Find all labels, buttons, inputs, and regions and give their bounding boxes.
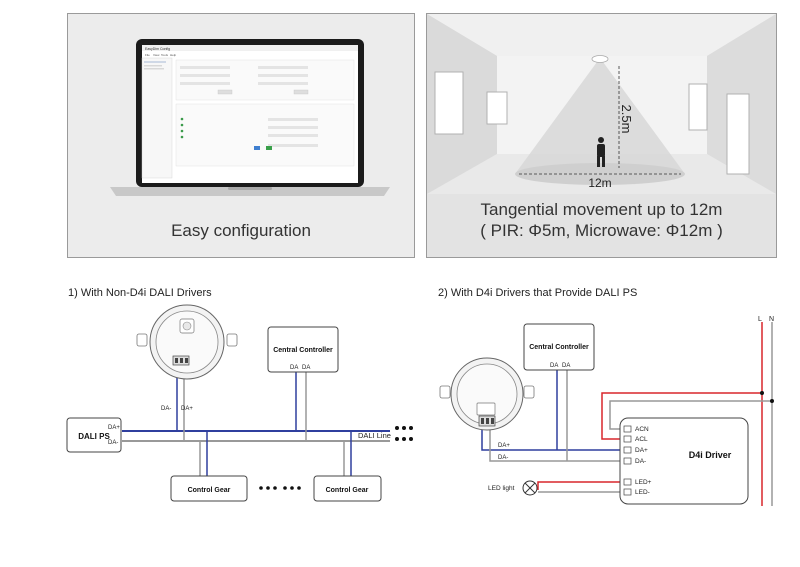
app-title: EasyDim Config [145,47,170,51]
controller2-label: Central Controller [529,344,589,351]
control-gear-2-label: Control Gear [326,487,369,494]
person-icon [597,137,605,167]
control-gear-2 [313,475,382,502]
app-menu-tools[interactable]: Tools [161,53,169,57]
central-controller-2 [523,323,595,371]
app-button[interactable] [293,89,309,95]
d2-sensor-da-plus: DA+ [498,443,510,449]
acl-wire [601,392,762,440]
d4i-driver-label: D4i Driver [689,450,732,460]
control-gear-1-label: Control Gear [188,487,231,494]
dali-ps-box [66,417,122,453]
controller2-da1: DA [550,363,558,369]
status-dot [180,135,184,139]
junction-dot [770,399,774,403]
acn-wire [609,400,772,430]
controller1-da2: DA [302,365,310,371]
led-light-label: LED light [488,485,515,492]
room-illustration: 2.5m 12m [427,14,776,257]
sensor-caption-line1: Tangential movement up to 12m [480,200,723,219]
app-field[interactable] [180,74,230,77]
terminal-led-minus: LED- [635,489,650,496]
app-save-button[interactable] [254,146,260,150]
config-panel: EasyDim Config File View Tools Help [67,13,415,258]
app-field[interactable] [180,82,230,85]
app-menu-view[interactable]: View [153,53,160,57]
control-gear-continuation [259,486,301,490]
laptop-illustration: EasyDim Config File View Tools Help [110,39,390,196]
app-menu-file[interactable]: File [145,53,150,57]
tree-item[interactable] [144,65,162,67]
junction-dot [760,391,764,395]
distance-label: 12m [588,176,611,190]
sensor2-icon [439,357,535,431]
diagram2-title: 2) With D4i Drivers that Provide DALI PS [438,287,638,299]
dali-ps-da-plus: DA+ [108,425,120,431]
controller2-da2: DA [562,363,570,369]
app-detail-group [175,103,355,167]
status-dot [180,117,184,121]
diagram1: DALI Line DALI PS DA+ DA- DA- DA+ Centra… [66,304,413,502]
height-label: 2.5m [619,105,634,134]
config-caption: Easy configuration [171,221,311,240]
terminal-da-plus: DA+ [635,447,648,454]
terminal-acl: ACL [635,436,648,443]
diagram1-title: 1) With Non-D4i DALI Drivers [68,287,212,299]
dali-ps-label: DALI PS [78,432,110,441]
sensor1-da-minus: DA- [161,406,171,412]
terminal-acn: ACN [635,426,649,433]
central-controller-1 [267,326,339,373]
dali-line-label: DALI Line [358,431,391,440]
app-titlebar [142,45,358,51]
right-door [726,93,750,175]
app-field[interactable] [268,144,318,147]
app-menu-help[interactable]: Help [170,53,177,57]
tree-item[interactable] [144,61,166,63]
d4i-driver-box [619,417,749,505]
led-plus-wire [537,481,620,490]
controller1-da1: DA [290,365,298,371]
mains-l-label: L [758,316,762,323]
terminal-led-plus: LED+ [635,479,652,486]
app-field[interactable] [258,66,308,69]
status-dot [180,129,184,133]
tree-item[interactable] [144,68,164,70]
sensor1-icon [136,304,238,380]
app-apply-button[interactable] [266,146,272,150]
controller1-label: Central Controller [273,347,333,354]
sensor1-da-plus: DA+ [181,406,193,412]
status-dot [180,123,184,127]
d2-sensor-da-minus: DA- [498,455,508,461]
app-device-tree[interactable] [141,57,173,179]
ceiling [427,14,776,56]
app-button[interactable] [217,89,233,95]
dali-line-continuation [395,426,413,441]
left-door [486,91,508,125]
app-field[interactable] [258,82,308,85]
app-field[interactable] [268,126,318,129]
diagram2: L N DA+ DA- Central Controller DA [439,316,774,506]
app-field[interactable] [180,66,230,69]
app-field[interactable] [258,74,308,77]
sensor-detection-panel: 2.5m 12m Tangential movement up to 12m (… [426,13,777,258]
mains-n-label: N [769,316,774,323]
driver-terminals [623,425,632,496]
right-window [688,83,708,131]
app-field[interactable] [268,118,318,121]
laptop-notch [228,187,272,190]
detection-cone [515,62,685,174]
left-window [434,71,464,135]
laptop-base [110,187,390,196]
d2-da-minus-wire [489,427,620,462]
terminal-da-minus: DA- [635,458,646,465]
sensor-caption-line2: ( PIR: Φ5m, Microwave: Φ12m ) [480,221,723,240]
dali-ps-da-minus: DA- [108,440,118,446]
sensor-icon [591,55,609,63]
app-field[interactable] [268,134,318,137]
control-gear-1 [170,475,248,502]
d2-da-plus-wire [481,427,620,451]
